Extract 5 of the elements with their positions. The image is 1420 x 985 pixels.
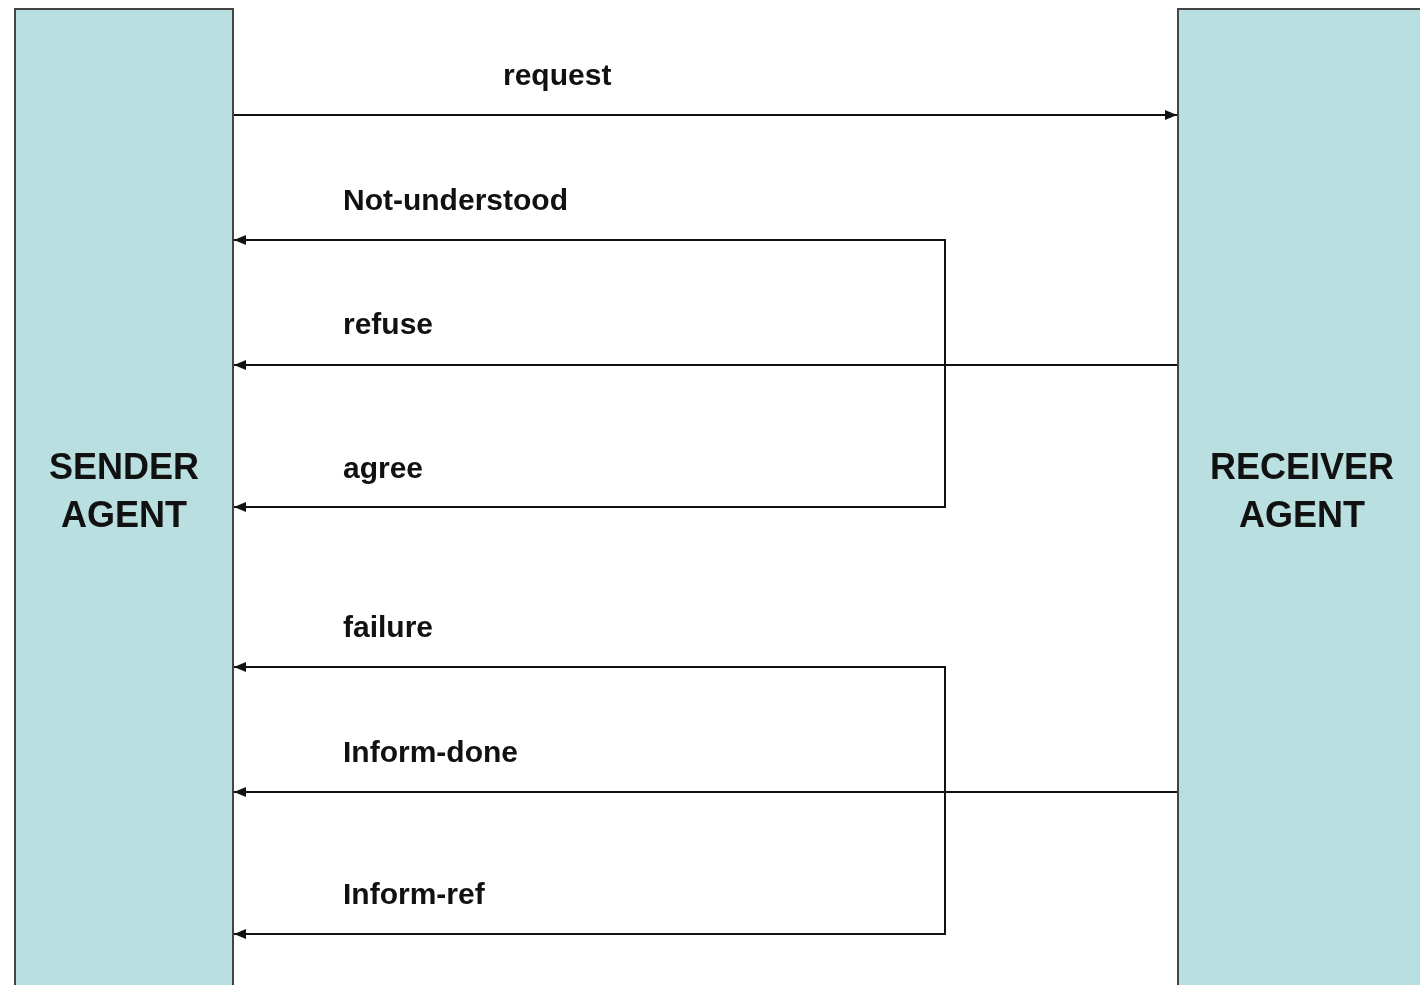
message-arrow <box>233 110 1178 120</box>
agent-label: SENDER AGENT <box>48 444 200 537</box>
agent-column <box>1177 8 1420 985</box>
agent-label: RECEIVER AGENT <box>1208 444 1395 537</box>
agent-column <box>14 8 234 985</box>
